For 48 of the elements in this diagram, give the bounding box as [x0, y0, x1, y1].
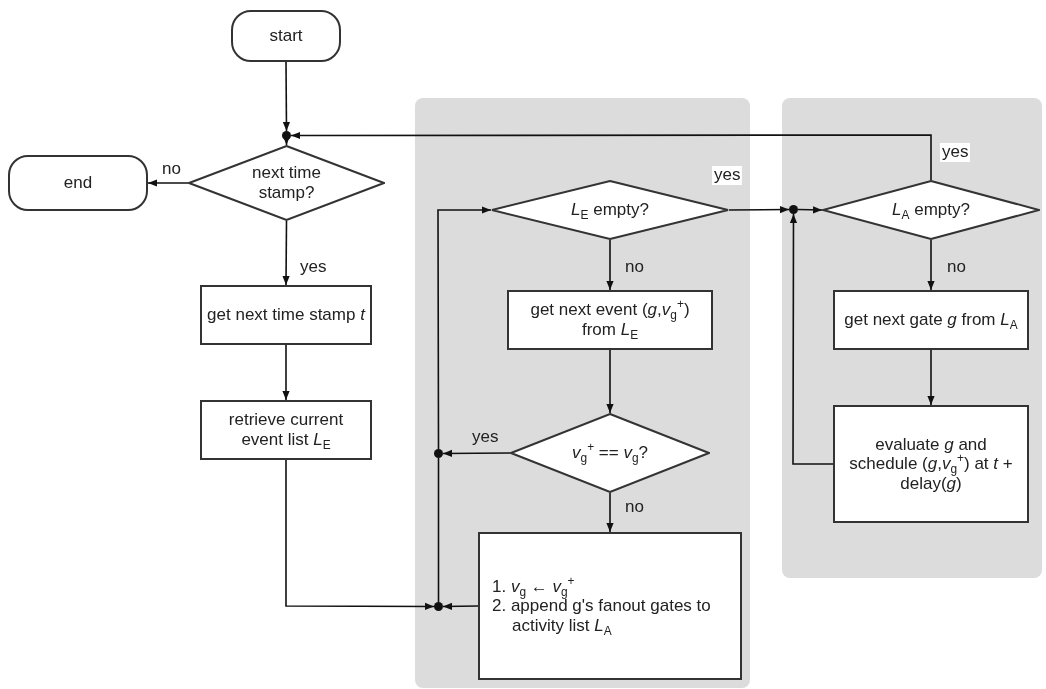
terminal-box	[231, 10, 341, 62]
junction-dot	[434, 602, 443, 611]
arrow	[797, 206, 823, 214]
node-text: v$_{g}$$^{+}$ == v$_{g}$?	[572, 443, 648, 463]
arrow	[606, 349, 614, 414]
node-text: next time stamp?	[251, 163, 322, 203]
arrow	[285, 459, 435, 611]
node-text: L$_{A}$ empty?	[892, 200, 970, 220]
decision-diamond	[188, 145, 385, 221]
node-text: get next event (g,v$_{g}$$^{+}$) from L$_{E}$	[529, 300, 691, 340]
arrow	[437, 206, 492, 450]
arrow	[290, 131, 932, 181]
arrow	[728, 206, 790, 214]
node-text: get next time stamp t	[207, 305, 365, 325]
group-panel	[782, 98, 1042, 578]
process-box	[507, 290, 713, 350]
arrow	[442, 449, 511, 458]
arrow	[282, 61, 291, 132]
node-text: retrieve current event list L$_{E}$	[227, 410, 345, 450]
process-box	[833, 405, 1029, 523]
process-box	[833, 290, 1029, 350]
node-text: evaluate g and schedule (g,v$_{g}$$^{+}$) at t + delay(g)	[848, 434, 1014, 494]
arrow	[927, 349, 935, 406]
junction-dot	[789, 205, 798, 214]
arrow	[789, 213, 834, 465]
node-text: get next gate g from L$_{A}$	[844, 310, 1018, 330]
arrow	[282, 344, 290, 401]
arrow	[606, 492, 614, 533]
process-box	[200, 400, 372, 460]
node-text: start	[269, 26, 303, 46]
arrow	[442, 602, 479, 610]
arrow	[282, 136, 291, 146]
process-box	[200, 285, 372, 345]
edge-label: yes	[712, 166, 743, 185]
terminal-box	[8, 155, 148, 211]
junction-dot	[434, 449, 443, 458]
arrow	[282, 220, 290, 286]
edge-label: yes	[940, 143, 971, 162]
node-text: end	[63, 173, 93, 193]
group-panel	[415, 98, 750, 688]
decision-diamond	[510, 413, 710, 493]
process-box	[478, 532, 742, 680]
arrow	[606, 239, 614, 291]
junction-dot	[282, 131, 291, 140]
arrow	[147, 179, 189, 187]
decision-diamond	[822, 180, 1040, 240]
arrow	[927, 239, 935, 291]
node-text: L$_{E}$ empty?	[571, 200, 649, 220]
